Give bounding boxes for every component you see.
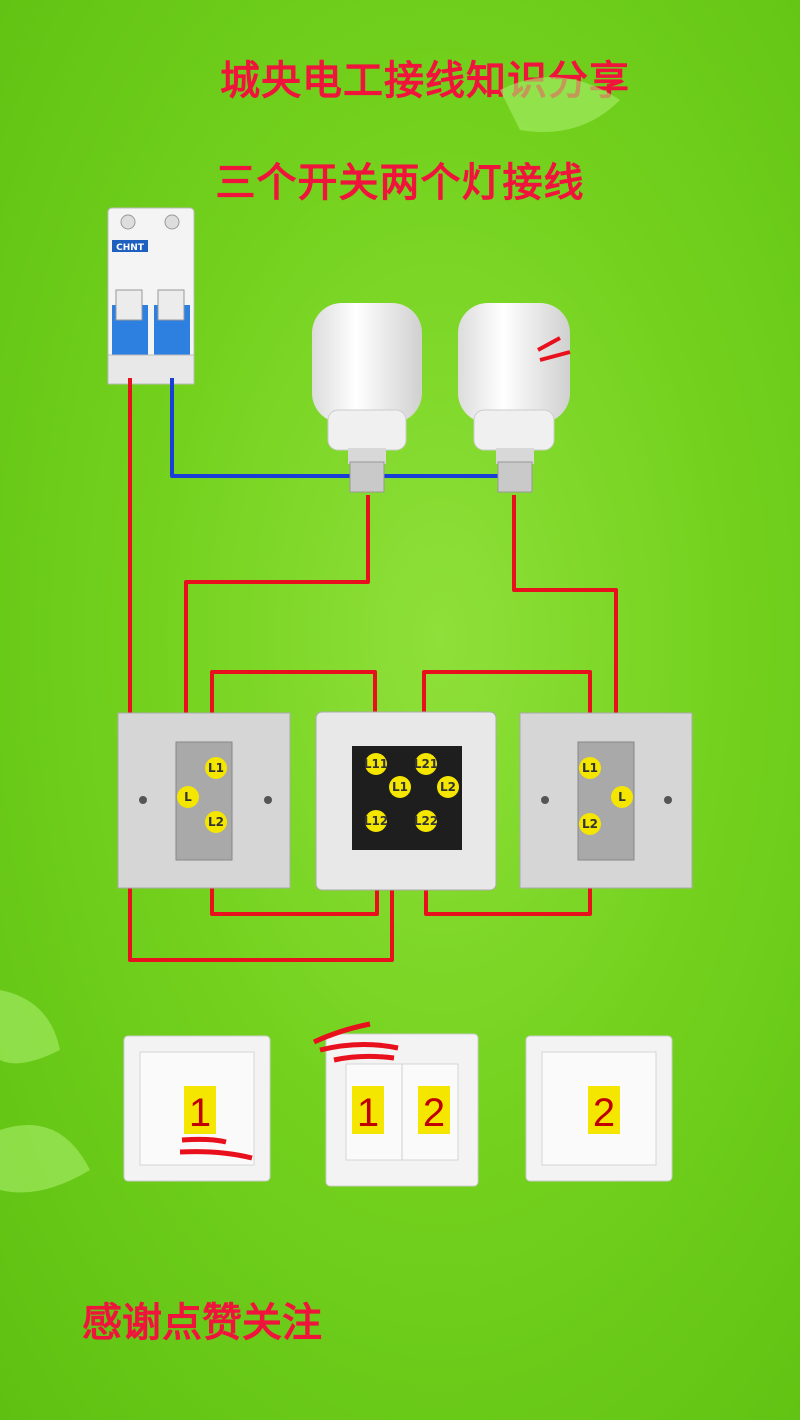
light-bulb-1: [312, 303, 422, 493]
terminal-label: L2: [440, 780, 456, 794]
right-switch-back: [519, 712, 693, 889]
circuit-breaker: CHNT: [107, 207, 195, 385]
leaf-decoration: [0, 990, 60, 1064]
leaf-decoration: [500, 77, 620, 132]
double-switch-terminals: L11 L21 L1 L2 L12 L22: [364, 753, 459, 832]
double-switch-back: [315, 711, 497, 891]
neutral-wire: [170, 378, 510, 478]
left-switch-terminals: L1 L L2: [177, 757, 227, 833]
panel-label: 2: [423, 1091, 445, 1135]
panel-label: 1: [357, 1091, 379, 1135]
page-subtitle: 三个开关两个灯接线: [215, 160, 585, 206]
terminal-label: L1: [582, 761, 598, 775]
footer-text: 感谢点赞关注: [82, 1300, 322, 1346]
left-switch-back: [117, 712, 291, 889]
left-switch-panel: 1: [123, 1035, 271, 1182]
terminal-label: L11: [364, 757, 388, 771]
double-switch-panel: 1 2: [312, 1021, 479, 1187]
terminal-label: L2: [582, 817, 598, 831]
lamp1-wire: [184, 495, 370, 798]
terminal-label: L: [184, 790, 192, 804]
panel-label: 1: [189, 1091, 211, 1135]
lamp2-wire: [512, 495, 618, 798]
terminal-label: L1: [392, 780, 408, 794]
panel-label: 2: [593, 1091, 615, 1135]
breaker-brand: CHNT: [116, 243, 145, 253]
terminal-label: L22: [414, 814, 438, 828]
right-switch-terminals: L1 L L2: [579, 757, 633, 835]
terminal-label: L1: [208, 761, 224, 775]
terminal-label: L2: [208, 815, 224, 829]
terminal-label: L21: [414, 757, 438, 771]
leaf-decoration: [0, 1125, 90, 1193]
terminal-label: L: [618, 790, 626, 804]
right-switch-panel: 2: [525, 1035, 673, 1182]
light-bulb-2: [458, 303, 571, 493]
terminal-label: L12: [364, 814, 388, 828]
